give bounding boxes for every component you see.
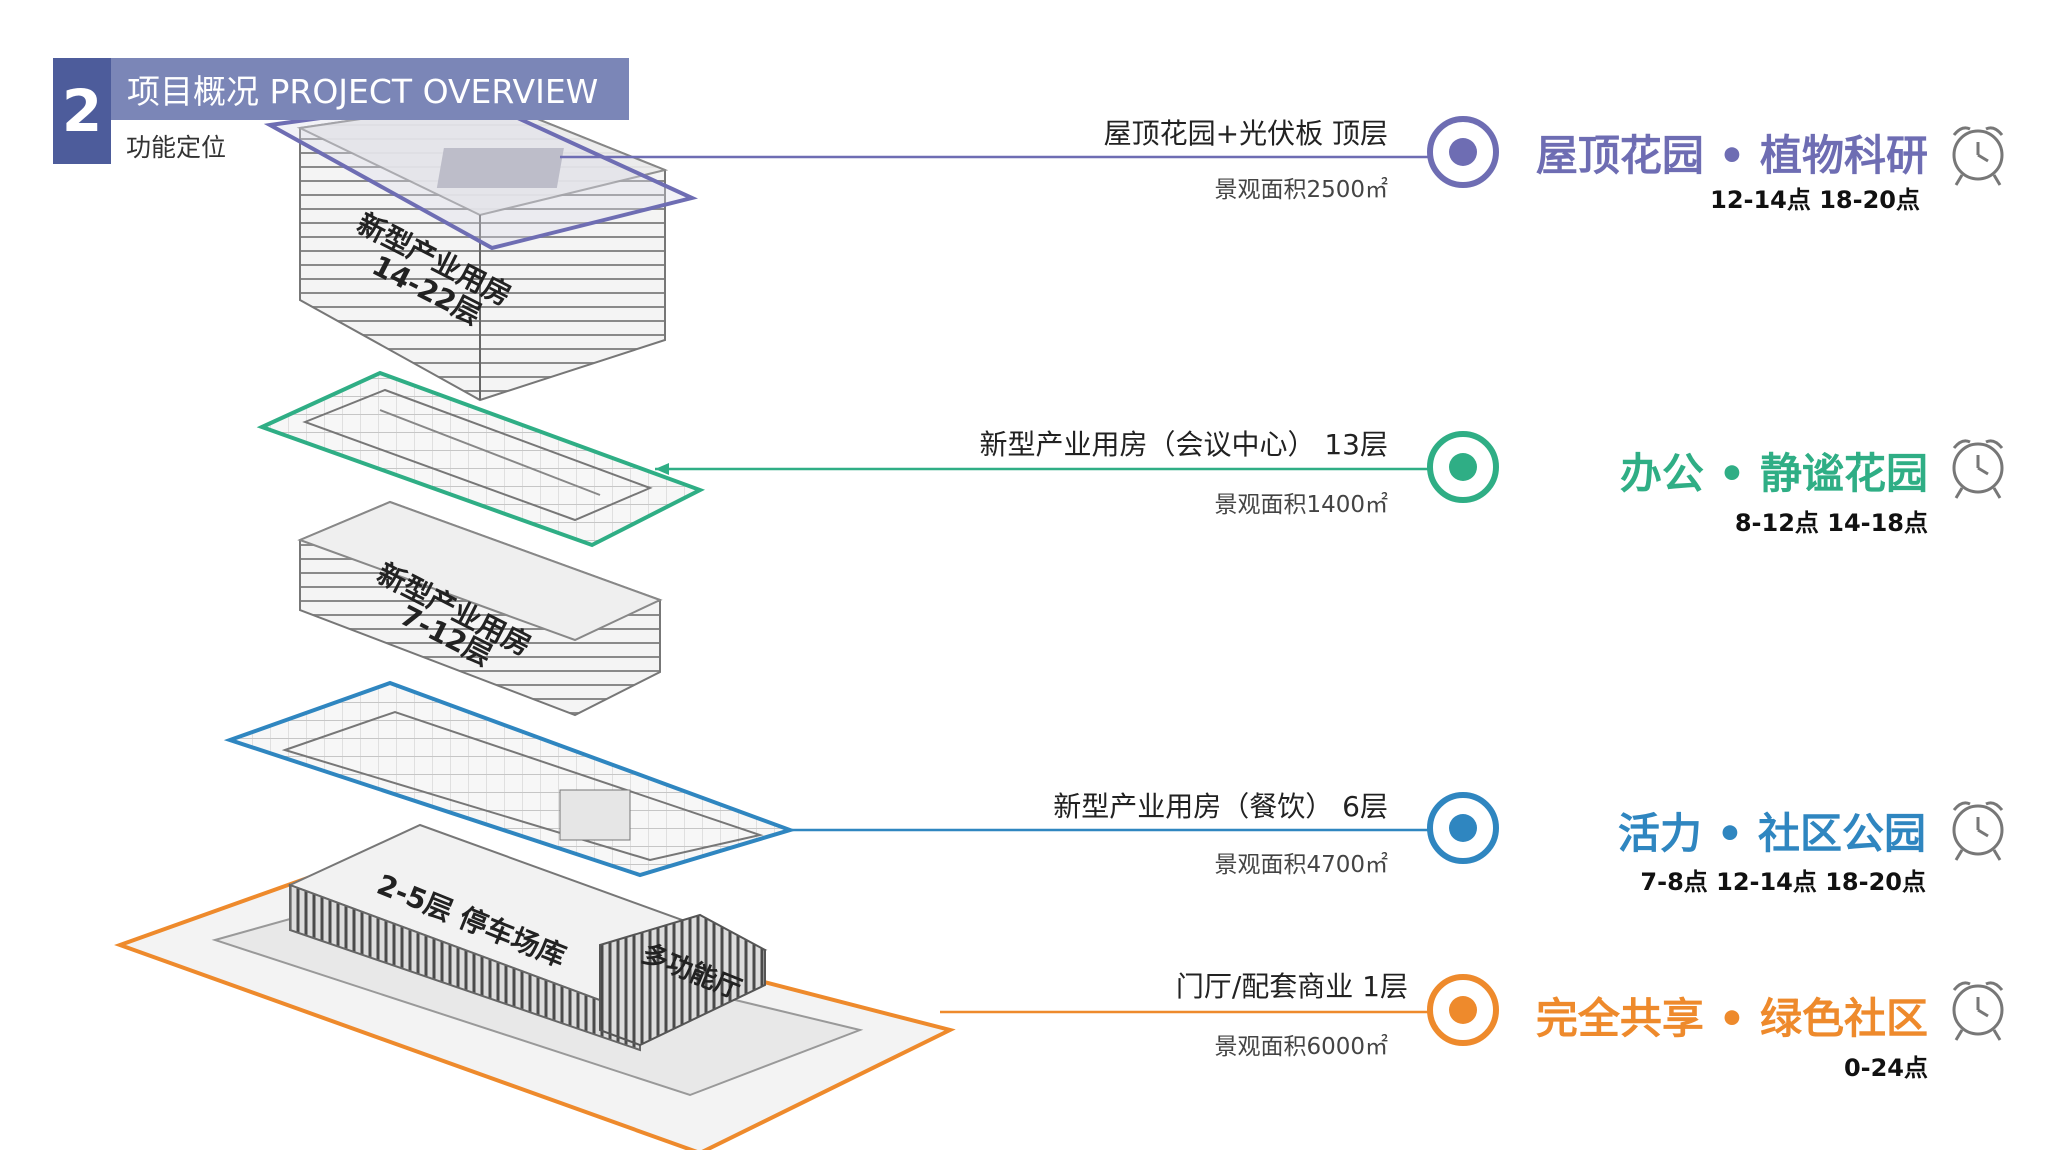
section-number: 2 [53,58,111,164]
level-theme-dining: 活力 • 社区公园 [1617,809,1926,858]
level-area-roof: 景观面积2500㎡ [1214,177,1388,203]
alarm-clock-icon [1952,126,2004,186]
level-hours-lobby: 0-24点 [1843,1054,1928,1082]
tower-lower-block: 新型产业用房 7-12层 [297,500,663,717]
level-label-dining: 新型产业用房（餐饮） 6层 [1053,790,1388,823]
section-subtitle: 功能定位 [126,133,227,162]
target-circle-icon [1427,974,1499,1046]
level-label-lobby: 门厅/配套商业 1层 [1175,970,1408,1003]
level-theme-meeting: 办公 • 静谧花园 [1619,449,1928,498]
section-title: 项目概况 PROJECT OVERVIEW [111,58,629,120]
level-theme-roof: 屋顶花园 • 植物科研 [1535,131,1928,180]
target-circle-icon [1427,431,1499,503]
level-area-meeting: 景观面积1400㎡ [1214,492,1388,518]
podium-parking-block: 2-5层 停车场库 多功能厅 [287,823,768,1052]
alarm-clock-icon [1952,439,2004,499]
level-theme-lobby: 完全共享 • 绿色社区 [1535,994,1928,1043]
level-label-meeting: 新型产业用房（会议中心） 13层 [979,428,1388,461]
target-circle-icon [1427,792,1499,864]
level-label-roof: 屋顶花园+光伏板 顶层 [1103,117,1388,150]
level-area-lobby: 景观面积6000㎡ [1214,1034,1388,1060]
level-hours-meeting: 8-12点 14-18点 [1734,509,1928,537]
level-hours-roof: 12-14点 18-20点 [1710,186,1920,214]
level-area-dining: 景观面积4700㎡ [1214,852,1388,878]
target-circle-icon [1427,116,1499,188]
level-hours-dining: 7-8点 12-14点 18-20点 [1640,868,1926,896]
alarm-clock-icon [1952,981,2004,1041]
dining-floor-plane [223,680,797,878]
tower-upper-block: 新型产业用房 14-22层 [296,98,669,402]
alarm-clock-icon [1952,801,2004,861]
meeting-floor-plane [256,370,705,548]
